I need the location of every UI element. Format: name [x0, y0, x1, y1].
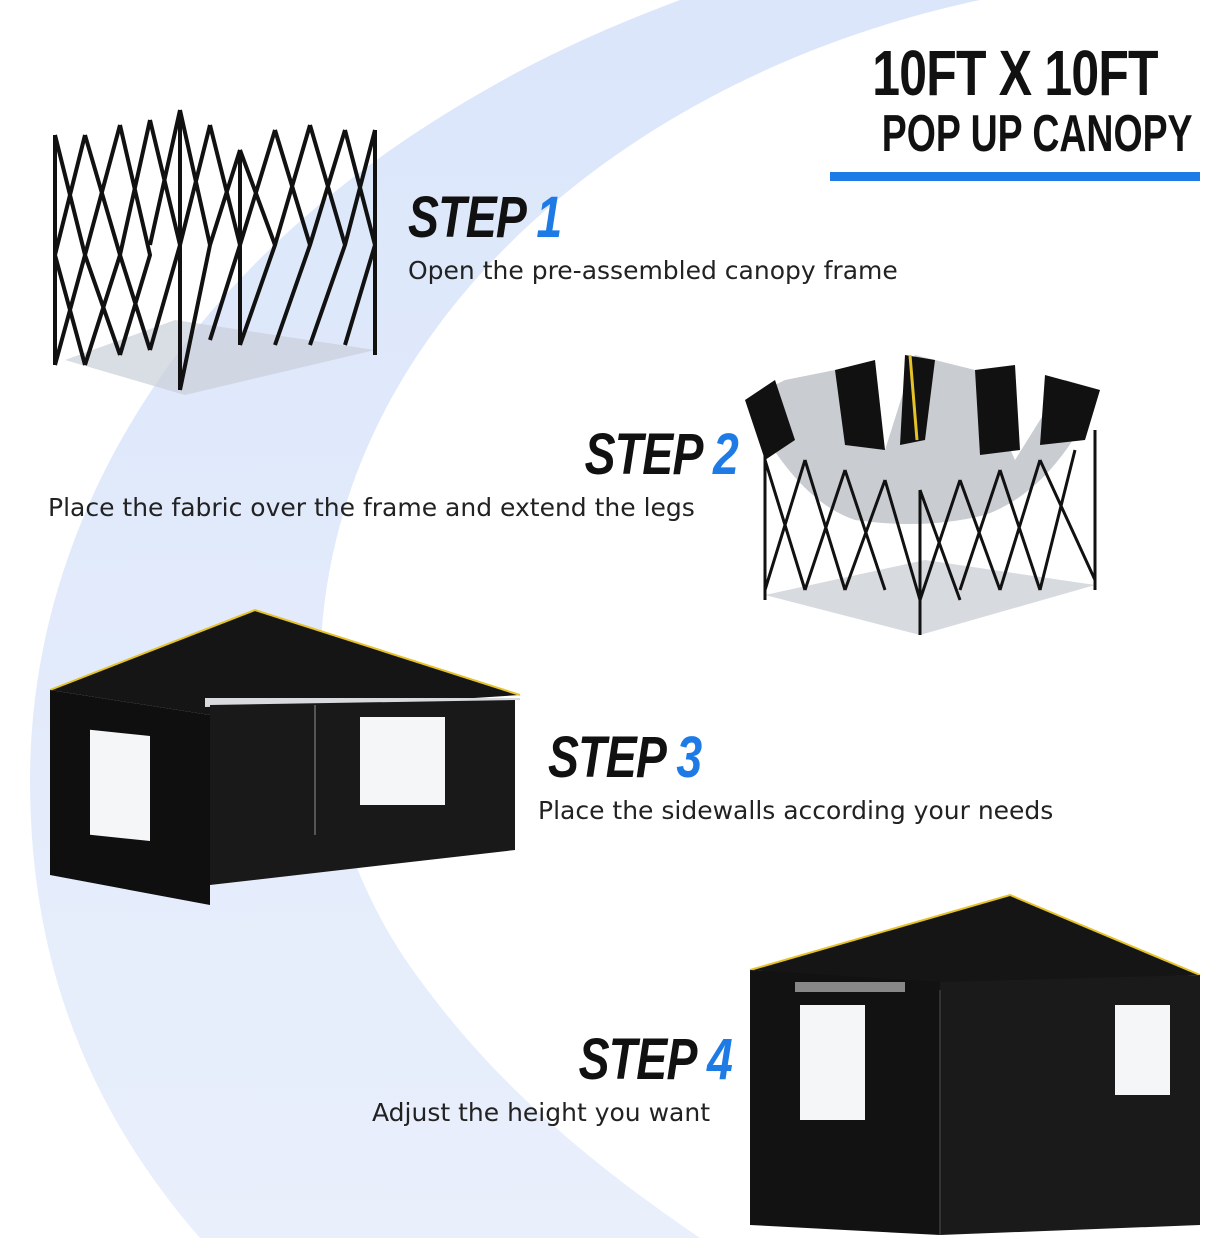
title-size: 10FT X 10FT	[872, 37, 1158, 109]
title-product: POP UP CANOPY	[881, 105, 1193, 163]
step-4: STEP 4 Adjust the height you want	[372, 1027, 733, 1128]
step-2-description: Place the fabric over the frame and exte…	[48, 493, 695, 522]
canopy-frame-icon	[52, 109, 378, 395]
step-3-heading: STEP 3	[548, 725, 702, 790]
step-2: STEP 2 Place the fabric over the frame a…	[48, 422, 739, 523]
canopy-fully-enclosed-icon	[749, 893, 1201, 1235]
step-3: STEP 3 Place the sidewalls according you…	[538, 725, 1053, 826]
step-1-heading: STEP 1	[408, 185, 562, 250]
step-4-description: Adjust the height you want	[372, 1098, 711, 1127]
product-title: 10FT X 10FT POP UP CANOPY	[830, 40, 1200, 181]
step-1-description: Open the pre-assembled canopy frame	[408, 256, 898, 285]
title-underline	[830, 172, 1200, 181]
canopy-fabric-on-frame-icon	[745, 354, 1100, 635]
step-4-heading: STEP 4	[578, 1027, 733, 1092]
step-1: STEP 1 Open the pre-assembled canopy fra…	[408, 185, 898, 286]
canopy-with-sidewalls-icon	[49, 608, 521, 905]
step-2-heading: STEP 2	[584, 422, 739, 487]
step-3-description: Place the sidewalls according your needs	[538, 796, 1054, 825]
